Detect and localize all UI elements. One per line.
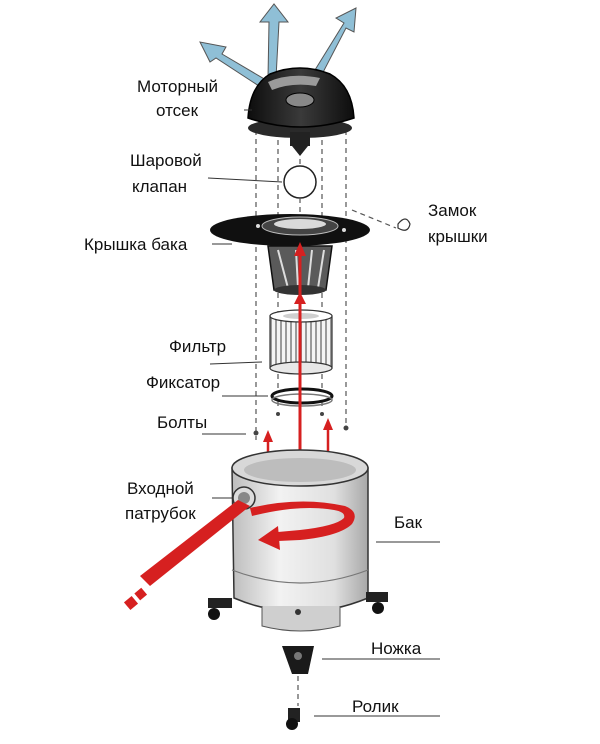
leader-lines bbox=[202, 109, 440, 717]
ball-valve bbox=[283, 165, 317, 212]
label-ball-valve-line2: клапан bbox=[132, 177, 187, 196]
motor-compartment bbox=[247, 67, 355, 156]
label-lid-latch-line2: крышки bbox=[428, 227, 488, 246]
label-ball-valve-line1: Шаровой bbox=[130, 151, 202, 170]
label-tank-lid: Крышка бака bbox=[84, 235, 188, 254]
retainer-ring bbox=[270, 387, 334, 407]
label-filter: Фильтр bbox=[169, 337, 226, 356]
exhaust-air-arrows bbox=[199, 3, 357, 89]
caster bbox=[286, 708, 300, 730]
label-motor-compartment-line1: Моторный bbox=[137, 77, 218, 96]
label-retainer: Фиксатор bbox=[146, 373, 220, 392]
label-foot: Ножка bbox=[371, 639, 422, 658]
label-caster: Ролик bbox=[352, 697, 399, 716]
tank-lid bbox=[210, 214, 370, 246]
label-tank: Бак bbox=[394, 513, 423, 532]
bolts bbox=[253, 412, 349, 436]
label-bolts: Болты bbox=[157, 413, 207, 432]
label-motor-compartment-line2: отсек bbox=[156, 101, 199, 120]
label-inlet-line1: Входной bbox=[127, 479, 194, 498]
foot bbox=[282, 646, 314, 706]
label-inlet-line2: патрубок bbox=[125, 504, 196, 523]
inlet-airflow bbox=[123, 500, 355, 611]
airflow-arrows bbox=[263, 242, 333, 480]
lid-latch bbox=[351, 209, 411, 231]
tank bbox=[208, 449, 388, 632]
label-lid-latch-line1: Замок bbox=[428, 201, 477, 220]
